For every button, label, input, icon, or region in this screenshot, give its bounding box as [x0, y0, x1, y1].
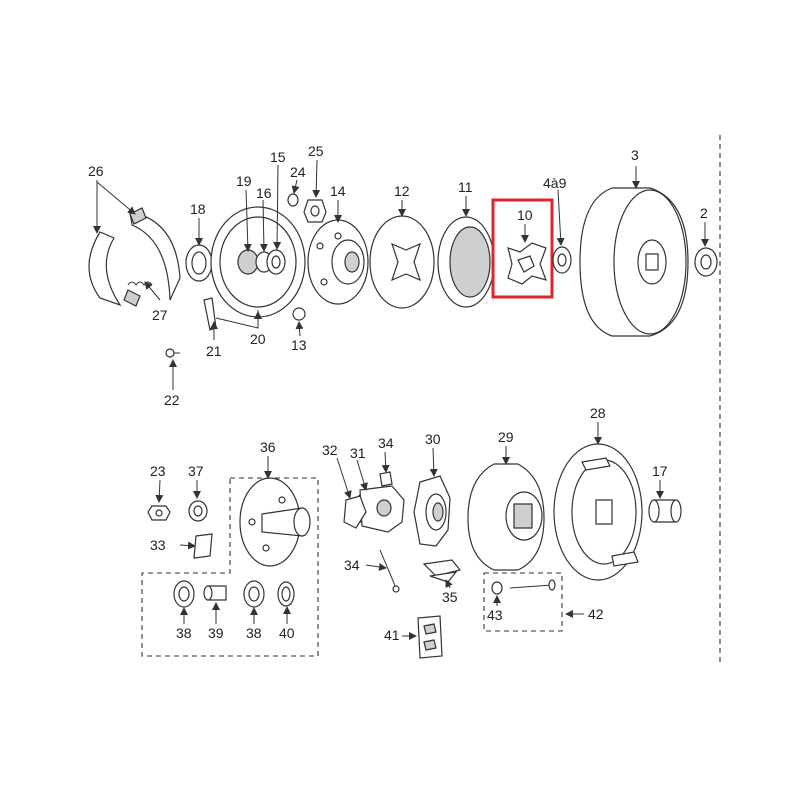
nut-part-24[interactable] [287, 193, 299, 207]
washer-part-37[interactable] [188, 500, 208, 522]
hub-part-14[interactable] [307, 219, 369, 305]
ring-part-18[interactable] [185, 244, 213, 282]
ring-part-11[interactable] [437, 216, 495, 308]
pin-part-34-bottom[interactable] [379, 549, 400, 593]
callout-21: 21 [206, 343, 222, 359]
ring-part-40[interactable] [277, 581, 295, 607]
nut-part-2[interactable] [694, 247, 718, 277]
callout-34-top: 34 [378, 435, 394, 451]
callout-13: 13 [291, 337, 307, 353]
callout-33: 33 [150, 537, 166, 553]
callout-34-bottom: 34 [344, 557, 360, 573]
callout-31: 31 [350, 445, 366, 461]
callout-16: 16 [256, 185, 272, 201]
bearing-part-38-left[interactable] [173, 580, 195, 608]
callout-10: 10 [517, 207, 533, 223]
callout-11: 11 [458, 179, 473, 195]
callout-41: 41 [384, 627, 400, 643]
tire-part-3[interactable] [579, 187, 689, 337]
callout-4-to-9: 4à9 [543, 175, 567, 191]
ball-part-13[interactable] [292, 307, 306, 321]
plate-part-10[interactable] [507, 242, 547, 285]
callout-18: 18 [190, 201, 206, 217]
callout-26: 26 [88, 163, 104, 179]
group-box-42 [483, 572, 563, 632]
bracket-part-41[interactable] [417, 615, 443, 659]
callout-22: 22 [164, 392, 180, 408]
washer-part-43[interactable] [491, 581, 503, 595]
callout-3: 3 [631, 147, 639, 163]
clutch-shoe-part-32[interactable] [343, 495, 367, 529]
callout-32: 32 [322, 442, 338, 458]
callout-38-right: 38 [246, 625, 262, 641]
callout-23: 23 [150, 463, 166, 479]
group-box-36 [141, 477, 319, 657]
disc-part-12[interactable] [369, 215, 435, 309]
callout-25: 25 [308, 143, 324, 159]
callout-43: 43 [487, 607, 503, 623]
flange-part-36[interactable] [239, 477, 311, 567]
brake-shoes-part-26[interactable] [88, 207, 181, 307]
spacer-part-39[interactable] [203, 585, 227, 601]
cover-part-30[interactable] [413, 475, 451, 547]
washer-part-4-to-9[interactable] [552, 246, 572, 274]
callout-42: 42 [588, 606, 604, 622]
callout-40: 40 [279, 625, 295, 641]
callout-36: 36 [260, 439, 276, 455]
bearing-part-15[interactable] [266, 249, 286, 275]
spring-part-27[interactable] [127, 281, 153, 286]
callout-20: 20 [250, 331, 266, 347]
bolt-part-42[interactable] [509, 579, 556, 591]
bushing-part-17[interactable] [648, 499, 682, 523]
callout-17: 17 [652, 463, 668, 479]
sleeve-part-25[interactable] [303, 199, 327, 223]
highlight-box-part-10 [491, 198, 554, 299]
callout-24: 24 [290, 164, 306, 180]
nut-part-23[interactable] [147, 505, 171, 521]
pin-part-22[interactable] [165, 348, 180, 358]
callout-35: 35 [442, 589, 458, 605]
clip-part-35[interactable] [422, 559, 462, 583]
clutch-part-31[interactable] [353, 485, 405, 533]
callout-30: 30 [425, 431, 441, 447]
bearing-part-38-right[interactable] [243, 580, 265, 608]
nut-part-19[interactable] [237, 249, 259, 275]
callout-38-left: 38 [176, 625, 192, 641]
callout-27: 27 [152, 307, 168, 323]
callout-15: 15 [270, 149, 286, 165]
drum-part-29[interactable] [467, 463, 545, 571]
callout-14: 14 [330, 183, 346, 199]
callout-2: 2 [700, 205, 708, 221]
callout-29: 29 [498, 429, 514, 445]
callout-28: 28 [590, 405, 606, 421]
callout-12: 12 [394, 183, 410, 199]
key-part-33[interactable] [193, 533, 213, 559]
hub-plate-part-28[interactable] [553, 443, 643, 581]
spring-part-34-top[interactable] [379, 471, 393, 487]
callout-39: 39 [208, 625, 224, 641]
callout-19: 19 [236, 173, 252, 189]
callout-37: 37 [188, 463, 204, 479]
